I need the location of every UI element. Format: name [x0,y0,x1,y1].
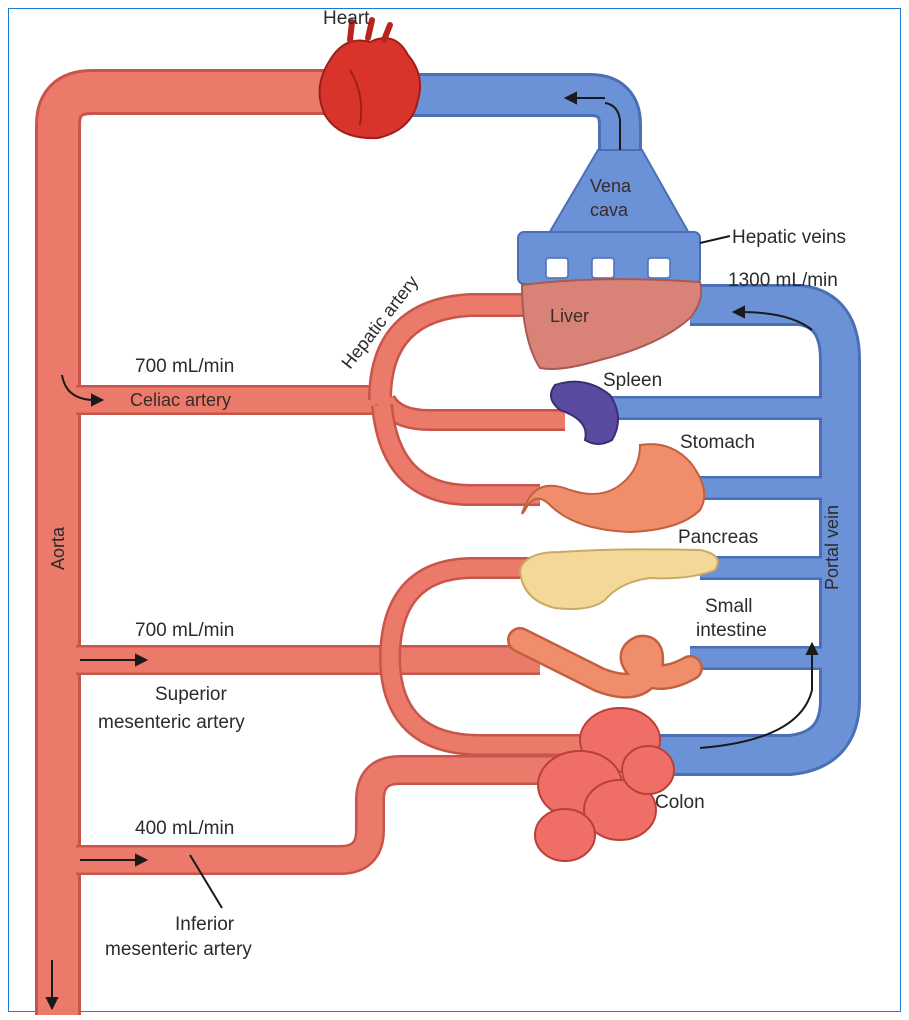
ima-label-line1: Inferior [175,914,235,935]
heart-organ [320,20,420,138]
hepatic-veins-flow-label: 1300 mL/min [728,270,838,291]
aorta-vessel [58,92,330,1015]
small-intestine-organ [520,640,690,686]
sma-label-line2: mesenteric artery [98,712,245,733]
ima-flow-label: 400 mL/min [135,818,234,839]
arterial-system [58,92,600,1015]
hepatic-veins-label: Hepatic veins [732,227,846,248]
small-intestine-label-line1: Small [705,596,753,617]
celiac-flow-label: 700 mL/min [135,356,234,377]
colon-label: Colon [655,792,705,813]
liver-label: Liver [550,306,589,326]
pancreas-organ [520,549,718,609]
stomach-organ [522,444,704,532]
vena-cava-label-line1: Vena [590,176,632,196]
heart-label: Heart [323,8,370,29]
celiac-artery-label: Celiac artery [130,390,231,410]
spleen-label: Spleen [603,370,662,391]
sma-flow-label: 700 mL/min [135,620,234,641]
liver-organ [522,279,701,369]
ima-label-line2: mesenteric artery [105,939,252,960]
aorta-label: Aorta [48,526,68,570]
hepatic-veins-pointer [700,236,730,243]
pancreas-label: Pancreas [678,527,758,548]
portal-vein-label: Portal vein [822,505,842,590]
stomach-label: Stomach [680,432,755,453]
small-intestine-label-line2: intestine [696,620,767,641]
sma-label-line1: Superior [155,684,227,705]
colon-organ [535,708,674,861]
inferior-mesenteric-artery-vessel [76,770,560,860]
vena-cava-label-line2: cava [590,200,629,220]
